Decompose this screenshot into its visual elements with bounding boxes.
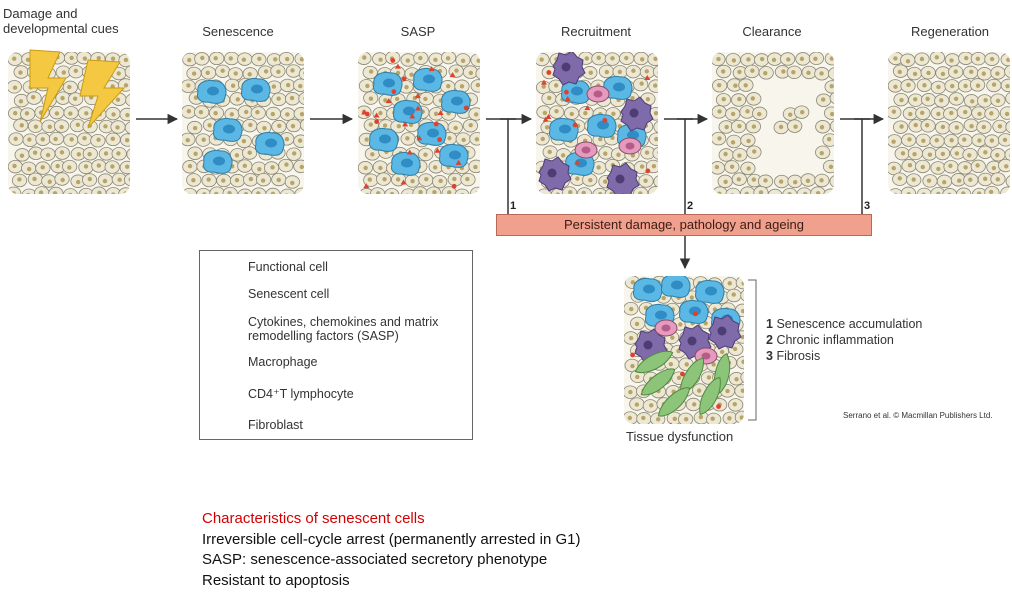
figure-credit: Serrano et al. © Macmillan Publishers Lt… <box>843 411 993 420</box>
inhibition-2 <box>677 118 693 214</box>
legend-macrophage: Macrophage <box>248 355 318 369</box>
lightning-bolt-icon <box>79 59 126 129</box>
lightning-bolt-icon <box>29 49 67 123</box>
tissue-recruitment <box>536 52 658 194</box>
outcome-item: 1 Senescence accumulation <box>766 317 923 331</box>
notes-line: SASP: senescence-associated secretory ph… <box>202 551 548 568</box>
legend-senescent-cell: Senescent cell <box>248 287 330 301</box>
inhibition-1 <box>500 118 516 214</box>
stage-label-sasp: SASP <box>400 24 436 39</box>
notes-line: Irreversible cell-cycle arrest (permanen… <box>202 530 581 548</box>
tissue-clearance <box>712 52 834 194</box>
notes-title: Characteristics of senescent cells <box>202 510 425 527</box>
legend-sasp-factors: Cytokines, chemokines and matrix remodel… <box>248 315 439 343</box>
tissue-regeneration <box>888 52 1010 194</box>
characteristics-notes: Characteristics of senescent cells Irrev… <box>202 509 580 591</box>
pathway-number-3: 3 <box>864 200 871 212</box>
tissue-sasp <box>358 52 480 194</box>
tissue-damage <box>8 52 130 194</box>
stage-label-senescence: Senescence <box>202 24 274 39</box>
tissue-dysfunction <box>624 276 744 424</box>
notes-line: Resistant to apoptosis <box>202 571 350 589</box>
legend-functional-cell: Functional cell <box>248 260 328 274</box>
pathway-number-1: 1 <box>510 200 517 212</box>
outcome-list: 1 Senescence accumulation 2 Chronic infl… <box>766 316 922 364</box>
outcome-bracket <box>748 279 757 421</box>
pathway-number-2: 2 <box>687 200 694 212</box>
tissue-senescence <box>182 52 304 194</box>
inhibition-3 <box>854 118 870 214</box>
outcome-item: 3 Fibrosis <box>766 349 821 363</box>
outcome-item: 2 Chronic inflammation <box>766 333 894 347</box>
stage-label-regeneration: Regeneration <box>910 24 990 39</box>
legend-lymphocyte: CD4⁺T lymphocyte <box>248 387 354 401</box>
tissue-dysfunction-label: Tissue dysfunction <box>626 429 734 444</box>
stage-label-damage: Damage and developmental cues <box>3 6 119 36</box>
stage-label-recruitment: Recruitment <box>560 24 632 39</box>
legend-fibroblast: Fibroblast <box>248 418 303 432</box>
legend-box: Functional cell Senescent cell Cytokines… <box>199 250 473 440</box>
stage-label-clearance: Clearance <box>742 24 802 39</box>
persistent-damage-banner: Persistent damage, pathology and ageing <box>496 214 872 236</box>
